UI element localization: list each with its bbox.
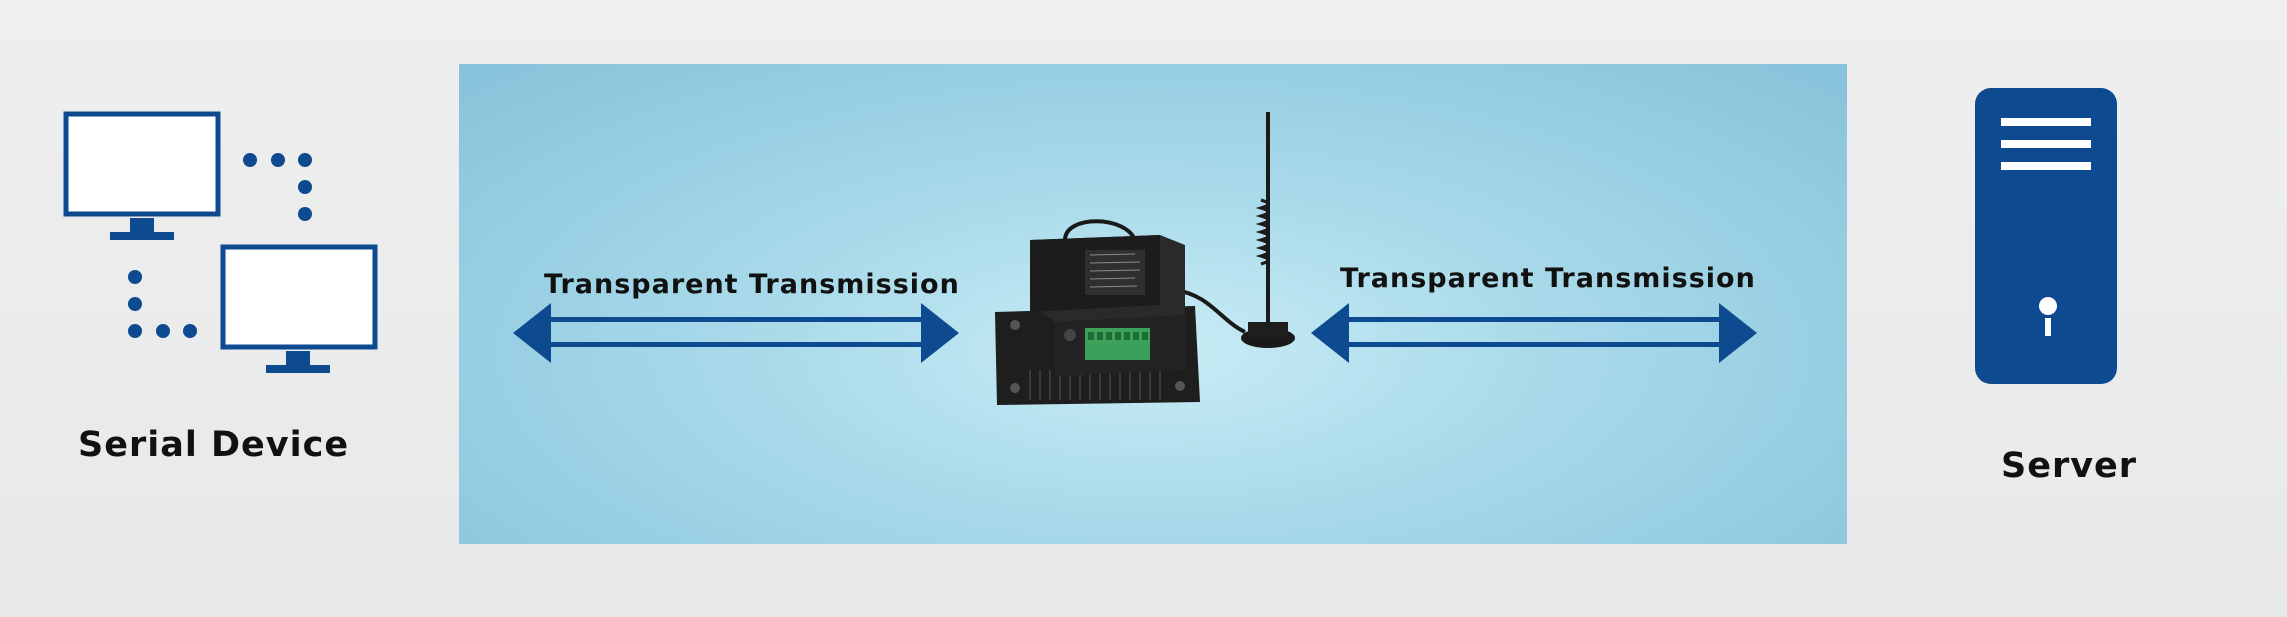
double-arrow-icon	[513, 303, 959, 363]
antenna-icon	[1241, 112, 1295, 348]
monitor-icon	[63, 111, 221, 240]
transmission-label-right: Transparent Transmission	[1340, 263, 1756, 294]
double-arrow-icon	[1311, 303, 1757, 363]
monitor-icon	[220, 244, 378, 373]
transmission-label-left: Transparent Transmission	[544, 269, 960, 300]
serial-device-icon	[63, 111, 378, 373]
server-icon	[1975, 88, 2117, 384]
server-label: Server	[2001, 446, 2138, 486]
dtu-device-icon	[995, 112, 1295, 405]
connection-dots	[128, 153, 312, 338]
serial-device-label: Serial Device	[78, 425, 350, 465]
